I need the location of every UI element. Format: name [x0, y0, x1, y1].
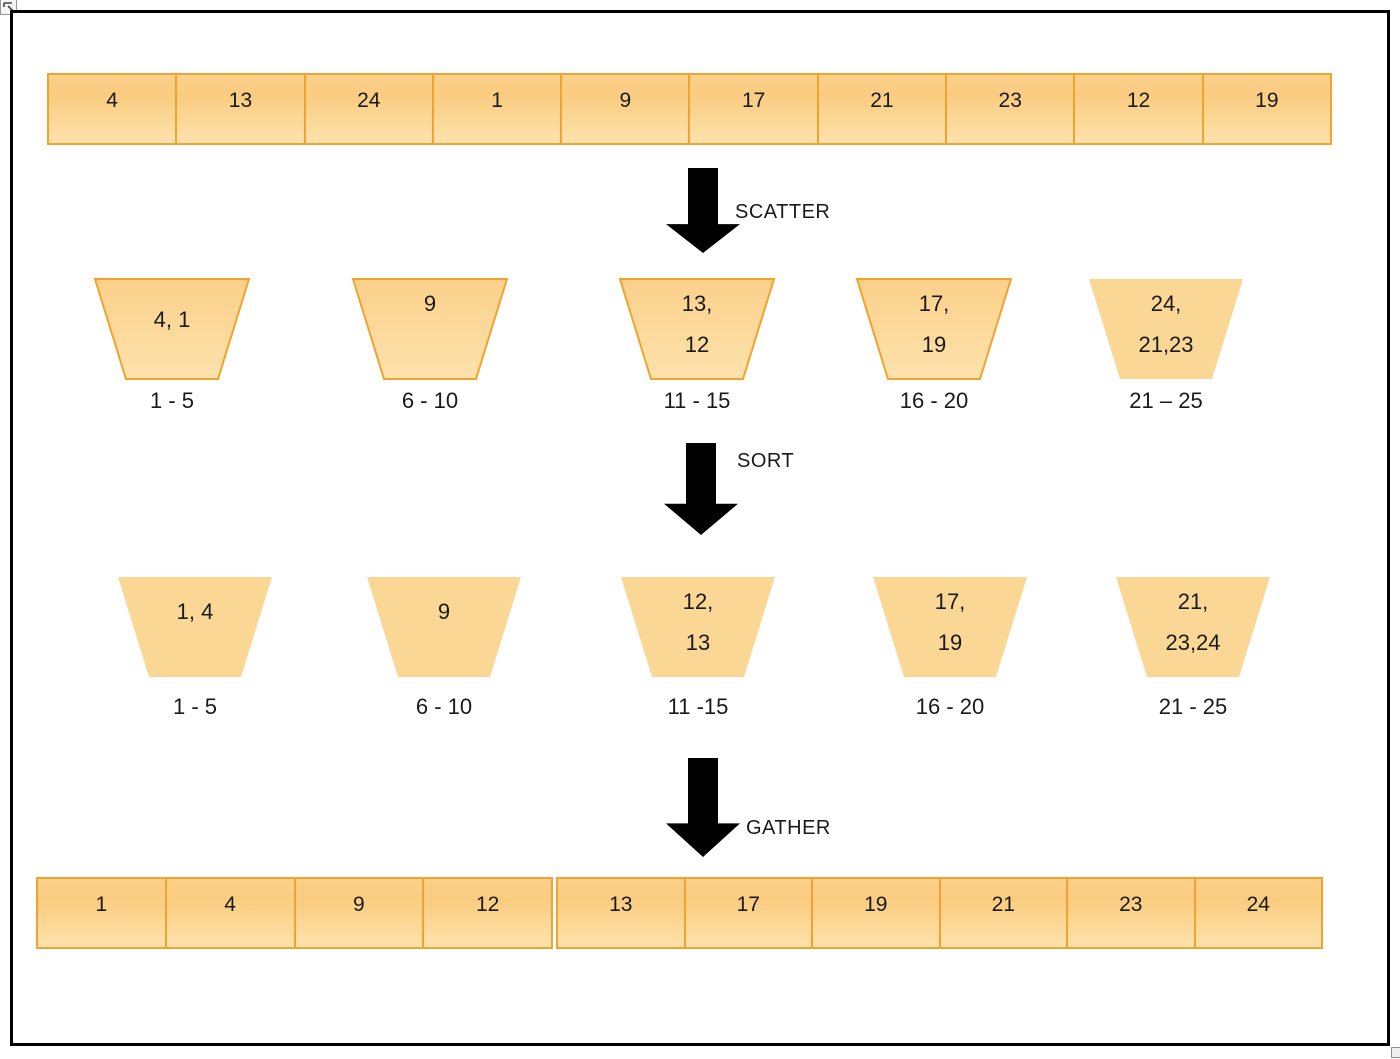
bucket-contents: 13,12	[617, 277, 777, 381]
array-cell: 19	[1201, 73, 1332, 145]
bucket-range-label: 21 – 25	[1129, 388, 1203, 413]
bucket-contents: 17,19	[854, 277, 1014, 381]
bucket-trapezoid-icon	[855, 278, 1013, 380]
bucket-content-line: 17,	[934, 589, 966, 614]
bucket-range-label: 6 - 10	[401, 388, 459, 413]
bucket-content-line: 13	[685, 630, 711, 655]
bucket-range-label: 16 - 20	[899, 388, 969, 413]
gather-arrow-icon	[666, 758, 740, 857]
bucket-content-line: 9	[437, 599, 451, 624]
bucket-trapezoid-icon	[873, 577, 1027, 677]
bucket-trapezoid-icon	[118, 577, 272, 677]
bucket: 21, 23,24 21 - 25	[1113, 575, 1273, 720]
resize-handle[interactable]	[1391, 1047, 1400, 1058]
bucket-content-line: 17,	[918, 291, 950, 316]
bucket-contents: 24, 21,23	[1086, 277, 1246, 381]
bucket-range-label: 6 - 10	[415, 694, 473, 719]
bucket-contents: 1, 4	[115, 575, 275, 679]
array-cell: 23	[1066, 877, 1196, 949]
array-cell: 9	[293, 877, 425, 949]
bucket: 1, 4 1 - 5	[115, 575, 275, 720]
array-cell: 21	[816, 73, 948, 145]
array-cell: 13	[556, 877, 686, 949]
array-cell: 1	[431, 73, 563, 145]
bucket-contents: 21, 23,24	[1113, 575, 1273, 679]
bucket-trapezoid-icon	[1089, 279, 1243, 379]
bucket-contents: 12,13	[618, 575, 778, 679]
bucket-content-line: 24,	[1150, 291, 1182, 316]
bucket: 24, 21,23 21 – 25	[1086, 277, 1246, 414]
bucket-content-line: 1, 4	[176, 599, 214, 624]
bucket-contents: 9	[350, 277, 510, 381]
sort-step-label: SORT	[737, 450, 795, 472]
array-cell: 24	[1193, 877, 1323, 949]
gather-step-label: GATHER	[746, 817, 831, 839]
bucket: 9 6 - 10	[364, 575, 524, 720]
array-cell: 1	[36, 877, 167, 949]
bucket-trapezoid-icon	[367, 577, 521, 677]
bucket-trapezoid-icon	[93, 278, 251, 380]
sort-arrow-icon	[664, 443, 738, 535]
bucket: 4, 1 1 - 5	[92, 277, 252, 414]
bucket-content-line: 12	[684, 332, 710, 357]
bucket-contents: 9	[364, 575, 524, 679]
bucket-contents: 17,19	[870, 575, 1030, 679]
scatter-step-label: SCATTER	[735, 201, 831, 223]
bucket-range-label: 16 - 20	[915, 694, 985, 719]
array-cell: 17	[688, 73, 819, 145]
bucket-content-line: 21,23	[1138, 332, 1194, 357]
bucket-content-line: 21,	[1177, 589, 1209, 614]
bucket-trapezoid-icon	[351, 278, 509, 380]
bucket-range-label: 1 - 5	[172, 694, 218, 719]
array-cell: 12	[1073, 73, 1204, 145]
bucket-content-line: 19	[937, 630, 963, 655]
bucket-range-label: 21 - 25	[1158, 694, 1228, 719]
bucket-content-line: 13,	[681, 291, 713, 316]
bucket-range-label: 11 - 15	[663, 388, 731, 413]
array-cell: 23	[945, 73, 1076, 145]
array-cell: 12	[422, 877, 553, 949]
array-cell: 24	[303, 73, 434, 145]
array-cell: 9	[560, 73, 691, 145]
bucket-content-line: 12,	[682, 589, 714, 614]
array-cell: 4	[47, 73, 178, 145]
bucket-range-label: 11 -15	[667, 694, 729, 719]
array-cell: 19	[811, 877, 941, 949]
bucket: 9 6 - 10	[350, 277, 510, 414]
bucket-content-line: 4, 1	[153, 307, 191, 332]
array-cell: 4	[164, 877, 296, 949]
array-cell: 21	[938, 877, 1068, 949]
bucket-trapezoid-icon	[1116, 577, 1270, 677]
scatter-arrow-icon	[666, 168, 740, 253]
bucket-contents: 4, 1	[92, 277, 252, 381]
bucket-content-line: 9	[423, 291, 437, 316]
bucket-content-line: 23,24	[1165, 630, 1221, 655]
bucket-trapezoid-icon	[621, 577, 775, 677]
bucket-trapezoid-icon	[618, 278, 776, 380]
array-cell: 17	[683, 877, 813, 949]
array-cell: 13	[175, 73, 306, 145]
bucket-content-line: 19	[921, 332, 947, 357]
bucket-range-label: 1 - 5	[149, 388, 195, 413]
